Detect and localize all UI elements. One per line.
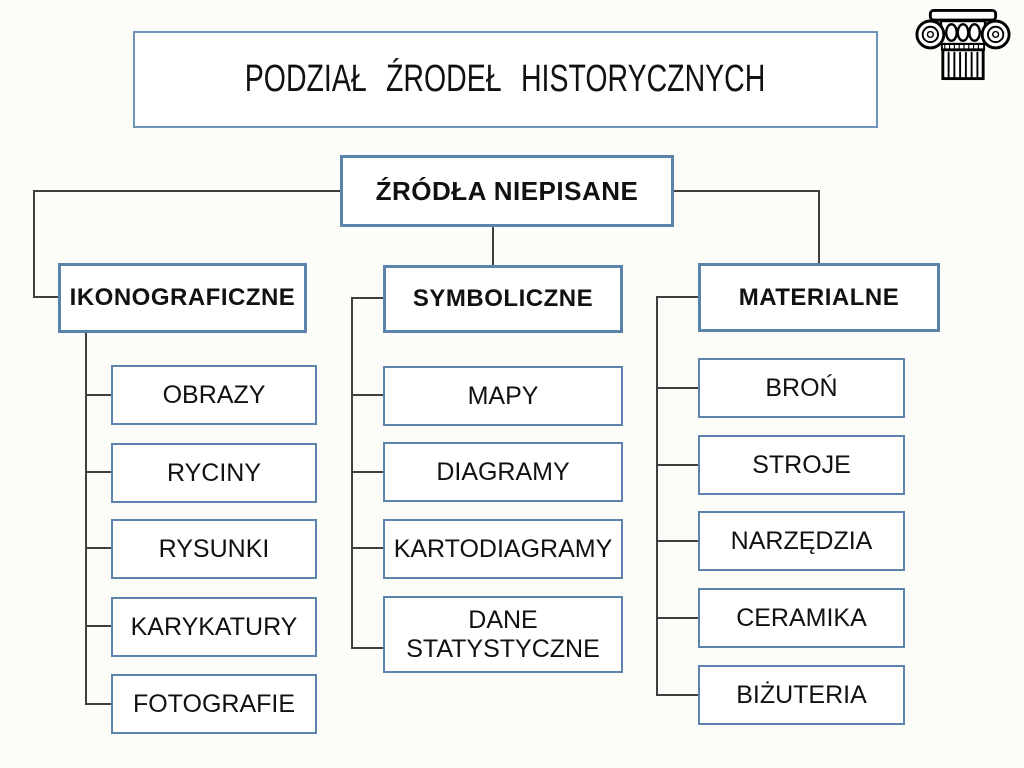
node-ceramika: CERAMIKA xyxy=(698,588,905,648)
connector-line xyxy=(351,394,384,396)
connector-line xyxy=(351,647,384,649)
connector-line xyxy=(656,296,658,696)
node-label: CERAMIKA xyxy=(736,603,867,632)
node-label: KARTODIAGRAMY xyxy=(393,534,613,563)
node-label: ŹRÓDŁA NIEPISANE xyxy=(375,175,639,206)
connector-line xyxy=(656,617,699,619)
node-label: BROŃ xyxy=(765,373,838,402)
node-kartodiagramy: KARTODIAGRAMY xyxy=(383,519,623,579)
category-label: IKONOGRAFICZNE xyxy=(69,284,296,311)
connector-line xyxy=(85,394,112,396)
node-label: NARZĘDZIA xyxy=(730,526,873,555)
node-zrodla-niepisane: ŹRÓDŁA NIEPISANE xyxy=(340,155,674,227)
category-symboliczne: SYMBOLICZNE xyxy=(383,265,623,333)
node-fotografie: FOTOGRAFIE xyxy=(111,674,317,734)
node-label: RYCINY xyxy=(166,458,261,487)
node-bron: BROŃ xyxy=(698,358,905,418)
connector-line xyxy=(85,471,112,473)
connector-line xyxy=(656,464,699,466)
connector-line xyxy=(351,297,353,649)
node-dane-statystyczne: DANE STATYSTYCZNE xyxy=(383,596,623,673)
node-obrazy: OBRAZY xyxy=(111,365,317,425)
node-mapy: MAPY xyxy=(383,366,623,426)
connector-line xyxy=(351,297,384,299)
connector-line xyxy=(85,547,112,549)
slide-title-box: PODZIAŁ ŹRODEŁ HISTORYCZNYCH xyxy=(133,31,878,128)
slide-title: PODZIAŁ ŹRODEŁ HISTORYCZNYCH xyxy=(245,58,766,100)
node-bizuteria: BIŻUTERIA xyxy=(698,665,905,725)
category-ikonograficzne: IKONOGRAFICZNE xyxy=(58,263,307,333)
connector-line xyxy=(85,333,87,705)
category-label: MATERIALNE xyxy=(738,283,900,311)
connector-line xyxy=(351,471,384,473)
node-label: FOTOGRAFIE xyxy=(132,689,296,718)
node-diagramy: DIAGRAMY xyxy=(383,442,623,502)
connector-line xyxy=(351,547,384,549)
node-label: RYSUNKI xyxy=(158,534,270,563)
node-label: KARYKATURY xyxy=(130,612,298,641)
connector-line xyxy=(656,296,699,298)
node-label: OBRAZY xyxy=(162,380,266,409)
connector-line xyxy=(33,296,58,298)
node-label: BIŻUTERIA xyxy=(736,680,867,709)
node-label: DIAGRAMY xyxy=(436,457,570,486)
node-narzedzia: NARZĘDZIA xyxy=(698,511,905,571)
connector-line xyxy=(656,694,699,696)
connector-line xyxy=(85,703,112,705)
node-rysunki: RYSUNKI xyxy=(111,519,317,579)
node-label: DANE STATYSTYCZNE xyxy=(406,605,600,663)
node-stroje: STROJE xyxy=(698,435,905,495)
connector-line xyxy=(85,625,112,627)
node-karykatury: KARYKATURY xyxy=(111,597,317,657)
connector-line xyxy=(33,190,35,298)
connector-line xyxy=(656,540,699,542)
node-label: STROJE xyxy=(752,450,851,479)
connector-line xyxy=(818,190,820,263)
ionic-column-icon xyxy=(915,9,1011,81)
category-materialne: MATERIALNE xyxy=(698,263,940,332)
connector-line xyxy=(492,227,494,265)
category-label: SYMBOLICZNE xyxy=(412,285,594,312)
connector-line xyxy=(656,387,699,389)
node-ryciny: RYCINY xyxy=(111,443,317,503)
connector-line xyxy=(33,190,341,192)
connector-line xyxy=(674,190,820,192)
node-label: MAPY xyxy=(467,381,539,410)
